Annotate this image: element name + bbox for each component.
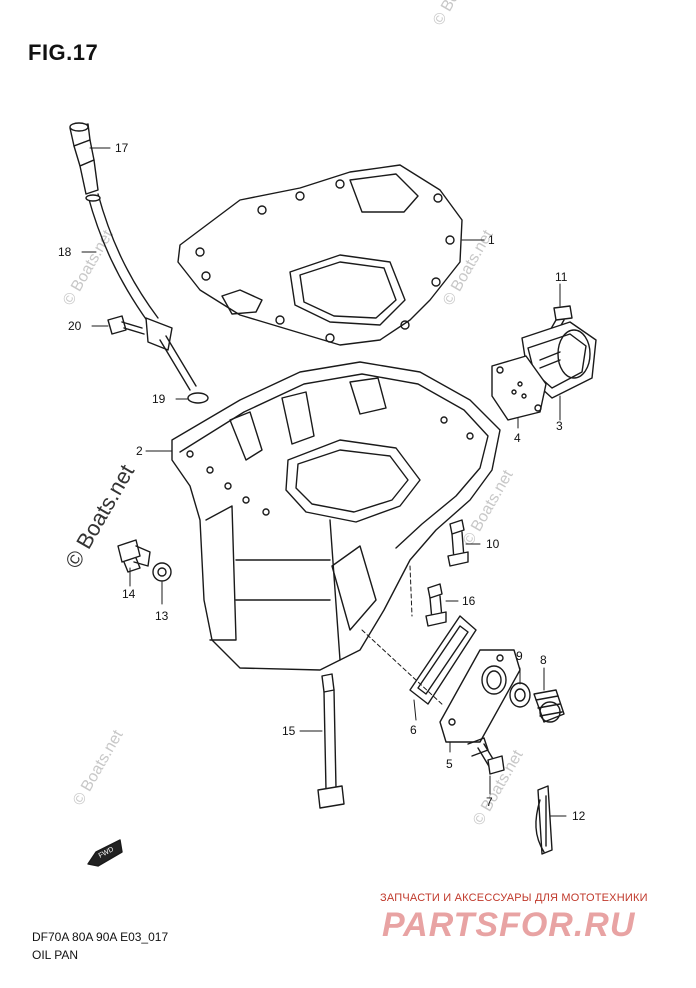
callout-13: 13 (155, 609, 169, 623)
callout-5: 5 (446, 757, 453, 771)
oil-pan-gasket-part (177, 164, 463, 346)
callout-6: 6 (410, 723, 417, 737)
watermark-ru-caption: ЗАПЧАСТИ И АКСЕССУАРЫ ДЛЯ МОТОТЕХНИКИ (380, 892, 648, 904)
long-bolt-part (317, 673, 345, 809)
drain-bolt-part (117, 539, 151, 573)
dipstick-handle-part (69, 122, 99, 195)
dipstick-guide-tube-part (85, 193, 197, 391)
drain-washer-part (152, 562, 172, 582)
figure-code: DF70A 80A 90A E03_017 (32, 930, 169, 944)
oil-pan-part (171, 361, 501, 671)
dipstick-bolt-part (107, 315, 145, 335)
callout-14: 14 (122, 587, 136, 601)
callout-7: 7 (486, 795, 493, 809)
callout-18: 18 (58, 245, 72, 259)
bolt-10-part (447, 519, 469, 567)
figure-name: OIL PAN (32, 948, 79, 962)
clip-part (535, 785, 553, 855)
strainer-gasket-part (491, 355, 547, 421)
bolt-7-part (467, 737, 505, 775)
callout-9: 9 (516, 649, 523, 663)
callout-15: 15 (282, 724, 296, 738)
callout-17: 17 (115, 141, 129, 155)
cover-gasket-part (409, 615, 477, 705)
callout-20: 20 (68, 319, 82, 333)
forward-arrow-icon (87, 839, 123, 867)
callout-10: 10 (486, 537, 500, 551)
callout-4: 4 (514, 431, 521, 445)
leader-lines (81, 147, 567, 817)
callout-1: 1 (488, 233, 495, 247)
callout-8: 8 (540, 653, 547, 667)
callout-12: 12 (572, 809, 586, 823)
o-ring-part (187, 392, 209, 404)
bolt-16-part (425, 583, 447, 627)
oil-filler-cap-part (533, 689, 565, 723)
callout-19: 19 (152, 392, 166, 406)
callout-11: 11 (555, 270, 568, 284)
watermark-ru-logo: PARTSFOR.RU (382, 906, 636, 944)
filler-o-ring-part (509, 682, 531, 708)
callout-3: 3 (556, 419, 563, 433)
figure-title: FIG.17 (28, 40, 99, 65)
callout-16: 16 (462, 594, 476, 608)
callout-2: 2 (136, 444, 143, 458)
